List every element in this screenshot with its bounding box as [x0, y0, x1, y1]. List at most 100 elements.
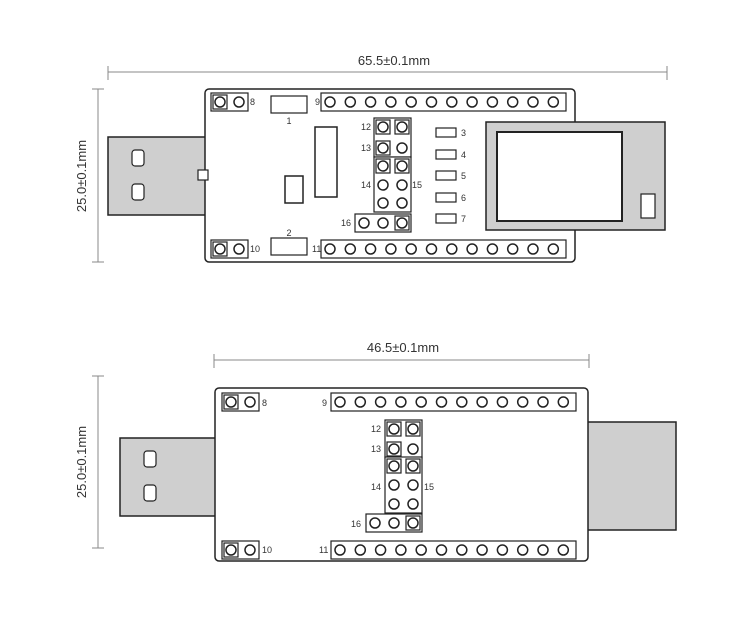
header-pin: [385, 96, 397, 108]
label-11: 11: [319, 545, 328, 555]
bottom-width-label: 46.5±0.1mm: [367, 340, 439, 355]
header-pin: [394, 215, 410, 231]
header-pin: [516, 396, 529, 408]
header-pin: [407, 498, 419, 510]
header-pin: [476, 544, 488, 556]
label-2: 2: [286, 228, 291, 238]
header-pin: [396, 142, 408, 154]
header-pin: [233, 243, 245, 255]
header-pin: [377, 197, 389, 209]
header-pin: [334, 396, 346, 408]
label-8: 8: [262, 398, 267, 408]
label-9: 9: [315, 97, 320, 107]
label-8: 8: [250, 97, 255, 107]
label-9: 9: [322, 398, 327, 408]
usb-contact-hole: [131, 149, 145, 167]
header-pin: [374, 544, 387, 556]
label-12: 12: [361, 122, 371, 132]
header-pin: [456, 396, 468, 408]
ic-chip: [314, 126, 338, 198]
header-pin: [364, 96, 377, 108]
header-pin: [369, 517, 381, 529]
label-15: 15: [424, 482, 434, 492]
header-pin: [446, 243, 458, 255]
header-pin: [547, 96, 560, 108]
label-1: 1: [286, 116, 291, 126]
header-pin: [233, 96, 245, 108]
usb-plug: [119, 437, 217, 517]
header-pin: [375, 119, 391, 135]
header-pin: [405, 243, 417, 255]
header-pin: [396, 179, 408, 191]
header-pin: [386, 421, 402, 437]
header-strip: [320, 239, 567, 259]
header-pin: [374, 396, 387, 408]
header-pin: [212, 241, 228, 257]
crystal: [284, 175, 304, 204]
led-pad: [435, 213, 457, 224]
header-pin: [415, 544, 427, 556]
header-pin: [385, 243, 397, 255]
bottom-height-label: 25.0±0.1mm: [74, 426, 89, 498]
header-pin: [506, 96, 519, 108]
label-6: 6: [461, 193, 466, 203]
label-13: 13: [371, 444, 381, 454]
header-pin: [486, 96, 499, 108]
header-pin: [466, 243, 478, 255]
header-pin: [496, 396, 509, 408]
label-13: 13: [361, 143, 371, 153]
header-strip: [330, 540, 577, 560]
label-5: 5: [461, 171, 466, 181]
header-pin: [244, 396, 256, 408]
header-pin: [425, 96, 438, 108]
header-strip: [330, 392, 577, 412]
label-14: 14: [361, 180, 371, 190]
usb-contact-hole: [143, 450, 157, 468]
header-pin: [435, 544, 448, 556]
smd-component-1: [270, 95, 308, 114]
label-4: 4: [461, 150, 466, 160]
header-pin: [388, 517, 400, 529]
header-pin: [375, 140, 391, 156]
header-pin: [244, 544, 256, 556]
header-pin: [407, 443, 419, 455]
header-pin: [386, 441, 402, 457]
top-width-label: 65.5±0.1mm: [358, 53, 430, 68]
bottom-width-dimension: [213, 354, 590, 368]
header-pin: [324, 96, 336, 108]
bottom-header-pins: [221, 392, 577, 560]
label-16: 16: [351, 519, 361, 529]
header-pin: [344, 96, 357, 108]
label-12: 12: [371, 424, 381, 434]
top-height-dimension: [92, 88, 104, 263]
rf-module-shield: [496, 131, 623, 222]
header-pin: [386, 458, 402, 474]
header-pin: [395, 544, 407, 556]
header-pin: [377, 179, 389, 191]
header-pin: [396, 197, 408, 209]
header-pin: [388, 479, 400, 491]
led-pads: [435, 127, 457, 224]
header-pin: [354, 544, 367, 556]
top-header-pins: [210, 92, 567, 259]
header-pin: [212, 94, 228, 110]
header-pin: [516, 544, 529, 556]
header-pin: [388, 498, 400, 510]
header-pin: [405, 421, 421, 437]
label-10: 10: [250, 244, 260, 254]
label-7: 7: [461, 214, 466, 224]
header-pin: [395, 396, 407, 408]
label-10: 10: [262, 545, 272, 555]
smd-component-2: [270, 237, 308, 256]
header-pin: [375, 158, 391, 174]
rf-module-back: [579, 421, 677, 531]
header-pin: [537, 396, 549, 408]
header-pin: [476, 396, 488, 408]
header-pin: [405, 96, 417, 108]
bottom-height-dimension: [92, 375, 104, 549]
led-pad: [435, 170, 457, 181]
label-15: 15: [412, 180, 422, 190]
top-view: 65.5±0.1mm 25.0±0.1mm 1 2: [74, 53, 668, 263]
usb-contact-hole: [143, 484, 157, 502]
